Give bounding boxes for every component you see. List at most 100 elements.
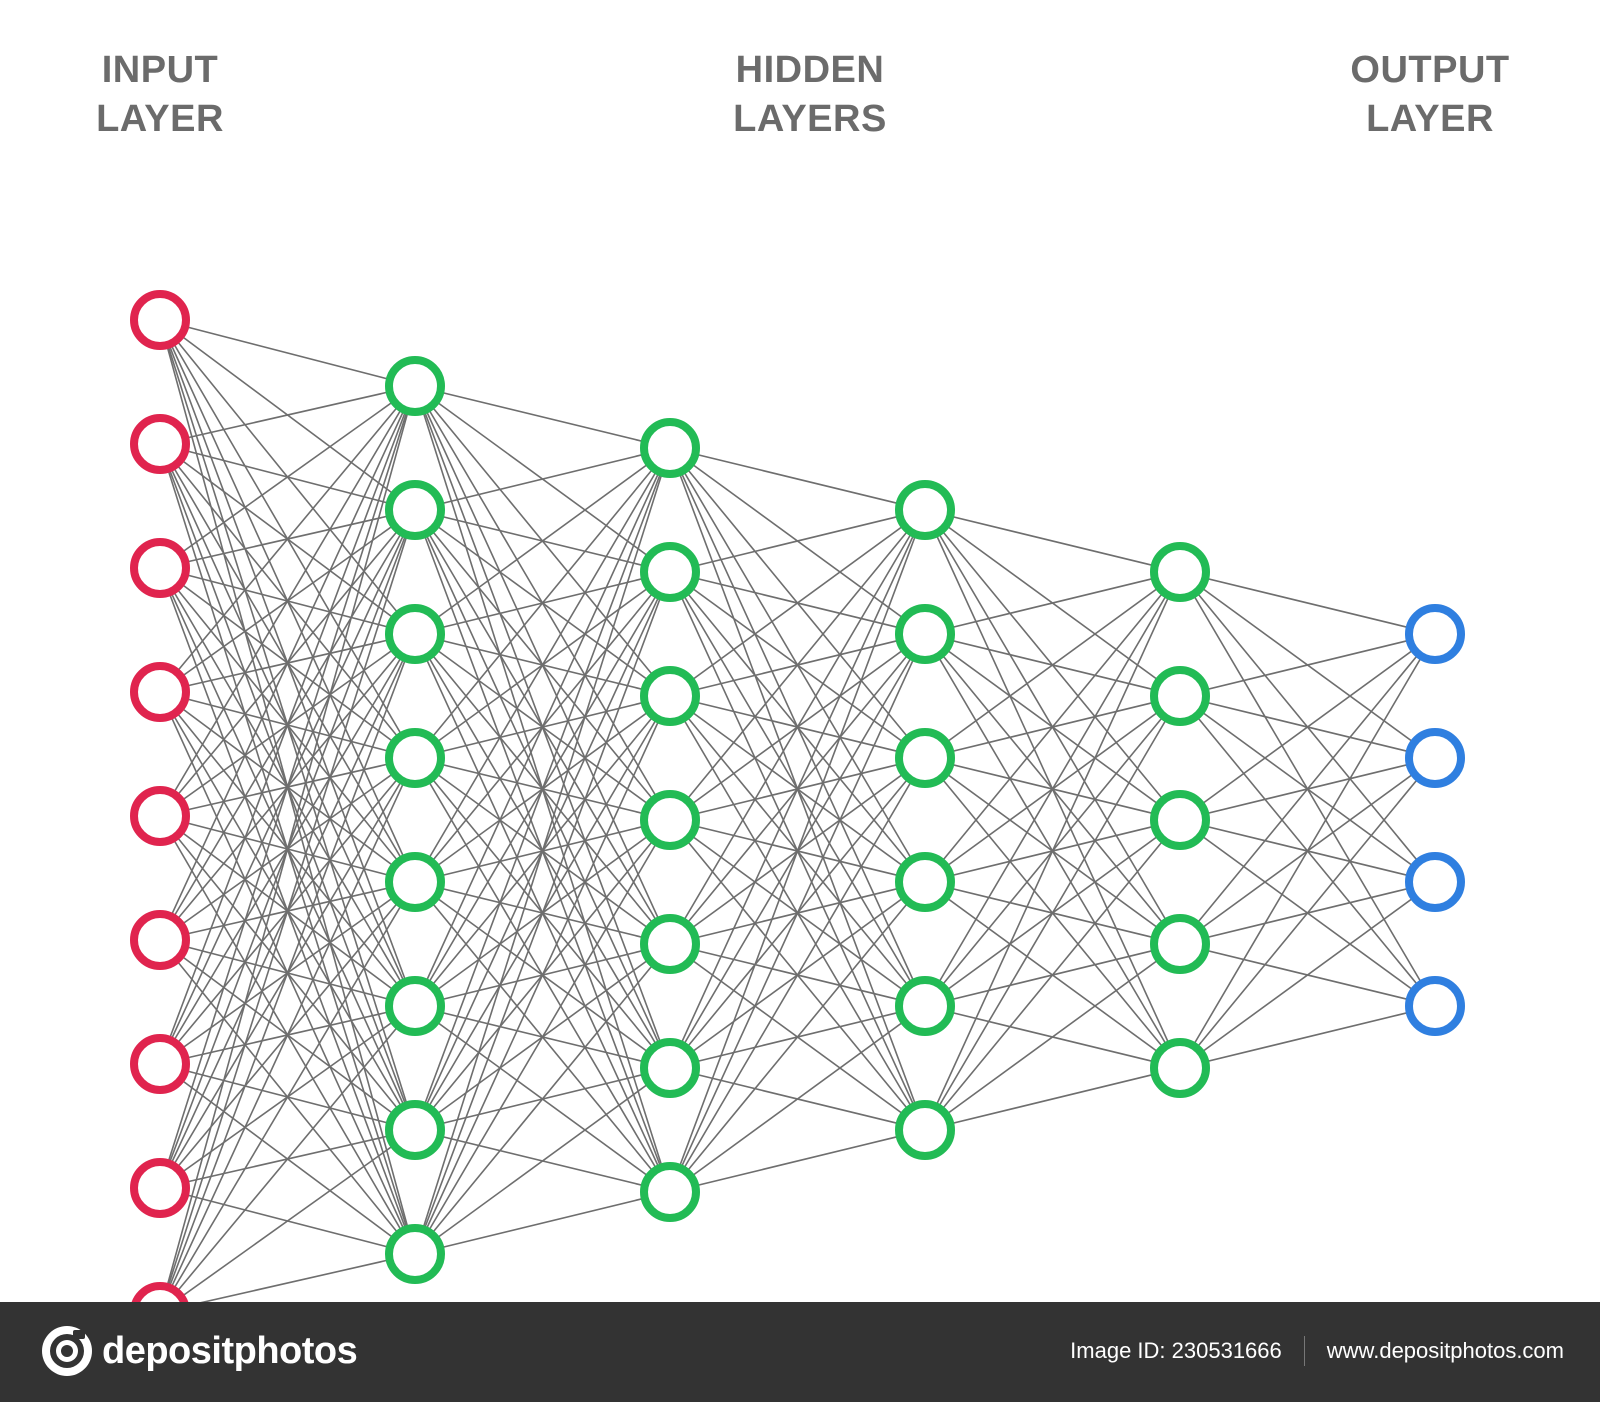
connection-l3-n5-to-n0 xyxy=(924,571,1181,1131)
connection-l0-n1-to-n0 xyxy=(159,385,416,445)
hidden-node-layer2-7 xyxy=(640,1162,700,1222)
connection-l4-n4-to-n3 xyxy=(1179,1005,1436,1069)
hidden-node-layer2-5 xyxy=(640,914,700,974)
hidden-node-layer1-3 xyxy=(385,604,445,664)
connection-l2-n6-to-n0 xyxy=(669,509,926,1193)
connection-l0-n6-to-n0 xyxy=(159,385,416,1065)
output-node-layer5-1 xyxy=(1405,604,1465,664)
input-node-layer0-5 xyxy=(130,786,190,846)
connection-l3-n4-to-n0 xyxy=(924,571,1181,1007)
connection-l2-n6-to-n2 xyxy=(669,757,926,1193)
brand-wordmark: depositphotos xyxy=(102,1329,358,1372)
hidden-node-layer1-6 xyxy=(385,976,445,1036)
connection-l2-n6-to-n3 xyxy=(669,881,926,1193)
hidden-node-layer1-8 xyxy=(385,1224,445,1284)
connection-l3-n5-to-n4 xyxy=(924,1067,1181,1131)
input-heading-line-2: LAYER xyxy=(96,98,224,140)
connection-l0-n8-to-n6 xyxy=(172,1129,416,1302)
website-link[interactable]: www.depositphotos.com xyxy=(1326,1338,1564,1363)
hidden-layers-heading: HIDDEN LAYERS xyxy=(660,46,960,144)
connection-l1-n7-to-n5 xyxy=(414,1067,671,1255)
connection-l4-n3-to-n0 xyxy=(1179,633,1436,945)
connection-l1-n5-to-n0 xyxy=(414,447,671,1007)
connection-l0-n8-to-n5 xyxy=(167,1005,416,1302)
connection-l3-n2-to-n0 xyxy=(924,571,1181,759)
input-layer-heading: INPUT LAYER xyxy=(60,46,260,144)
hidden-node-layer3-5 xyxy=(895,976,955,1036)
connection-l3-n3-to-n0 xyxy=(924,571,1181,883)
input-node-layer0-7 xyxy=(130,1034,190,1094)
camera-logo-icon xyxy=(42,1326,92,1376)
connection-l1-n7-to-n6 xyxy=(414,1191,671,1255)
connection-l1-n7-to-n3 xyxy=(414,819,671,1255)
input-node-layer0-8 xyxy=(130,1158,190,1218)
hidden-node-layer3-1 xyxy=(895,480,955,540)
hidden-node-layer4-5 xyxy=(1150,1038,1210,1098)
hidden-heading-line-1: HIDDEN xyxy=(735,49,885,91)
connection-l0-n8-to-n0 xyxy=(161,385,416,1302)
connection-l1-n3-to-n0 xyxy=(414,447,671,759)
connection-l3-n5-to-n2 xyxy=(924,819,1181,1131)
connection-l0-n8-to-n4 xyxy=(165,881,416,1302)
hidden-node-layer4-3 xyxy=(1150,790,1210,850)
connection-l1-n7-to-n2 xyxy=(414,695,671,1255)
connection-l2-n6-to-n5 xyxy=(669,1129,926,1193)
hidden-node-layer1-5 xyxy=(385,852,445,912)
connection-l4-n0-to-n0 xyxy=(1179,571,1436,635)
connection-l2-n6-to-n1 xyxy=(669,633,926,1193)
connection-l1-n0-to-n0 xyxy=(414,385,671,449)
output-layer-heading: OUTPUT LAYER xyxy=(1330,46,1530,144)
hidden-heading-line-2: LAYERS xyxy=(733,98,887,140)
connection-l2-n0-to-n0 xyxy=(669,447,926,511)
footer-logo[interactable]: depositphotos xyxy=(40,1324,358,1378)
connection-l0-n8-to-n1 xyxy=(162,509,416,1302)
connection-l0-n8-to-n3 xyxy=(163,757,416,1302)
connection-l1-n7-to-n1 xyxy=(414,571,671,1255)
connection-l3-n1-to-n0 xyxy=(924,571,1181,635)
neural-network-diagram xyxy=(130,290,1465,1302)
connection-l2-n4-to-n0 xyxy=(669,509,926,945)
hidden-node-layer2-1 xyxy=(640,418,700,478)
input-node-layer0-4 xyxy=(130,662,190,722)
connection-l4-n2-to-n0 xyxy=(1179,633,1436,821)
connection-l3-n0-to-n0 xyxy=(924,509,1181,573)
hidden-node-layer1-1 xyxy=(385,356,445,416)
output-node-layer5-3 xyxy=(1405,852,1465,912)
connection-l0-n0-to-n0 xyxy=(159,319,416,387)
connection-l1-n6-to-n0 xyxy=(414,447,671,1131)
input-node-layer0-9 xyxy=(131,1282,189,1302)
connection-l4-n4-to-n0 xyxy=(1179,633,1436,1069)
connection-l2-n5-to-n0 xyxy=(669,509,926,1069)
connection-l0-n3-to-n0 xyxy=(159,385,416,693)
connection-l0-n8-to-n2 xyxy=(162,633,416,1302)
hidden-node-layer3-4 xyxy=(895,852,955,912)
hidden-node-layer3-2 xyxy=(895,604,955,664)
hidden-node-layer1-7 xyxy=(385,1100,445,1160)
input-heading-line-1: INPUT xyxy=(101,49,219,91)
connection-l1-n7-to-n4 xyxy=(414,943,671,1255)
hidden-node-layer2-6 xyxy=(640,1038,700,1098)
footer-divider xyxy=(1303,1336,1305,1366)
image-id-text: Image ID: 230531666 xyxy=(1070,1338,1282,1363)
hidden-node-layer1-2 xyxy=(385,480,445,540)
hidden-node-layer2-2 xyxy=(640,542,700,602)
hidden-node-layer2-4 xyxy=(640,790,700,850)
connection-l1-n1-to-n0 xyxy=(414,447,671,511)
connection-l1-n7-to-n0 xyxy=(414,447,671,1255)
connections-group xyxy=(159,319,1436,1302)
hidden-node-layer4-2 xyxy=(1150,666,1210,726)
input-node-layer0-2 xyxy=(130,414,190,474)
connection-l4-n4-to-n2 xyxy=(1179,881,1436,1069)
output-node-layer5-2 xyxy=(1405,728,1465,788)
connection-l4-n1-to-n0 xyxy=(1179,633,1436,697)
connection-l0-n7-to-n0 xyxy=(159,385,416,1189)
connection-l0-n8-to-n7 xyxy=(200,1253,416,1302)
output-heading-line-2: LAYER xyxy=(1366,98,1494,140)
connection-l3-n5-to-n1 xyxy=(924,695,1181,1131)
hidden-node-layer3-6 xyxy=(895,1100,955,1160)
connection-l2-n2-to-n0 xyxy=(669,509,926,697)
hidden-node-layer3-3 xyxy=(895,728,955,788)
hidden-node-layer4-4 xyxy=(1150,914,1210,974)
connection-l2-n3-to-n0 xyxy=(669,509,926,821)
